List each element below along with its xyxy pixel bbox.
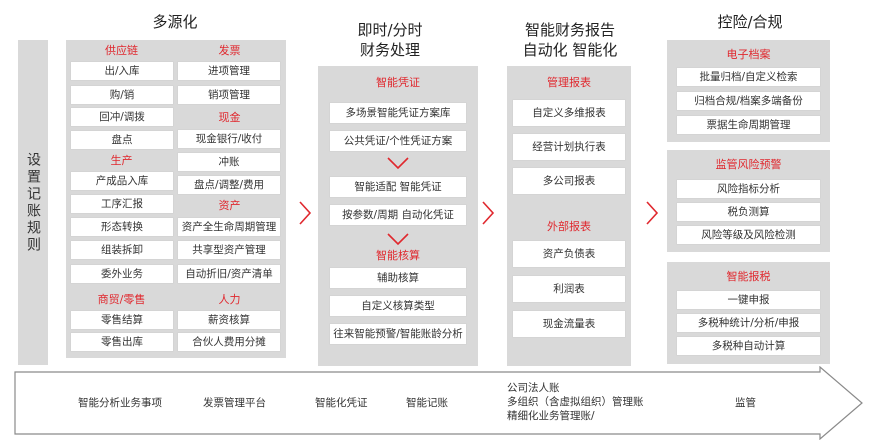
cash-item: 现金银行/收付 xyxy=(178,130,280,148)
tax-item: 一键申报 xyxy=(677,291,820,309)
production-item: 产成品入库 xyxy=(71,172,173,190)
col3-title-line1: 智能财务报告 xyxy=(524,21,615,39)
archive-item: 票据生命周期管理 xyxy=(677,116,820,134)
supply-item: 出/入库 xyxy=(71,62,173,80)
risk-item: 风险指标分析 xyxy=(677,180,820,198)
setup-rules-text: 设置记账规则 xyxy=(25,151,41,254)
group-asset-label: 资产 xyxy=(218,199,241,212)
supply-item: 购/销 xyxy=(71,86,173,104)
group-external-report-label: 外部报表 xyxy=(547,220,591,233)
voucher-item: 公共凭证/个性凭证方案 xyxy=(330,131,466,151)
invoice-item: 销项管理 xyxy=(178,86,280,104)
bottom-item: 智能记账 xyxy=(406,397,448,409)
group-production-label: 生产 xyxy=(110,154,133,167)
group-trade-label: 商贸/零售 xyxy=(97,293,146,306)
production-item: 委外业务 xyxy=(71,265,173,283)
chevron-right-icon xyxy=(482,201,495,225)
voucher-item: 多场景智能凭证方案库 xyxy=(330,103,466,123)
chevron-right-icon xyxy=(646,201,659,225)
trade-item: 零售出库 xyxy=(71,333,173,351)
risk-item: 风险等级及风险检测 xyxy=(677,226,820,244)
chevron-down-icon xyxy=(387,157,409,170)
tax-item: 多税种统计/分析/申报 xyxy=(677,314,820,332)
bottom-item-last: 监管 xyxy=(735,397,756,409)
group-supply-label: 供应链 xyxy=(105,44,138,57)
external-report-item: 资产负债表 xyxy=(513,241,625,267)
bottom-item: 发票管理平台 xyxy=(203,397,266,409)
archive-item: 归档合规/档案多端备份 xyxy=(677,92,820,110)
bottom-multi-line: 多组织（含虚拟组织）管理账 xyxy=(507,396,644,408)
cash-item: 冲账 xyxy=(178,153,280,171)
group-hr-label: 人力 xyxy=(218,293,241,306)
mgmt-report-item: 经营计划执行表 xyxy=(513,134,625,160)
external-report-item: 现金流量表 xyxy=(513,311,625,337)
bottom-multi-line: 精细化业务管理账/ xyxy=(507,410,595,422)
group-voucher-label: 智能凭证 xyxy=(376,76,420,89)
col4-title: 控险/合规 xyxy=(717,13,783,31)
group-cash-label: 现金 xyxy=(218,111,241,124)
voucher-item: 智能适配 智能凭证 xyxy=(330,177,466,197)
accounting-item: 往来智能预警/智能账龄分析 xyxy=(330,324,466,344)
group-tax-label: 智能报税 xyxy=(726,270,771,283)
mgmt-report-item: 自定义多维报表 xyxy=(513,100,625,126)
process-arrow xyxy=(14,366,863,440)
asset-item: 共享型资产管理 xyxy=(178,241,280,259)
production-item: 组装拆卸 xyxy=(71,241,173,259)
group-accounting-label: 智能核算 xyxy=(376,249,420,262)
chevron-right-icon xyxy=(299,201,312,225)
production-item: 工序汇报 xyxy=(71,195,173,213)
col2-title-line2: 财务处理 xyxy=(359,41,420,59)
accounting-item: 自定义核算类型 xyxy=(330,296,466,316)
tax-item: 多税种自动计算 xyxy=(677,337,820,355)
supply-item: 盘点 xyxy=(71,131,173,149)
setup-rules-label: 设置记账规则 xyxy=(18,40,48,365)
bottom-item: 智能化凭证 xyxy=(315,397,368,409)
bottom-multi-line: 公司法人账 xyxy=(507,382,560,394)
trade-item: 零售结算 xyxy=(71,311,173,329)
hr-item: 合伙人费用分摊 xyxy=(178,333,280,351)
group-risk-label: 监管风险预警 xyxy=(715,158,782,171)
external-report-item: 利润表 xyxy=(513,276,625,302)
group-archive-label: 电子档案 xyxy=(726,48,771,61)
col2-title-line1: 即时/分时 xyxy=(357,21,423,39)
voucher-item: 按参数/周期 自动化凭证 xyxy=(330,205,466,225)
accounting-item: 辅助核算 xyxy=(330,268,466,288)
production-item: 形态转换 xyxy=(71,218,173,236)
risk-item: 税负测算 xyxy=(677,203,820,221)
mgmt-report-item: 多公司报表 xyxy=(513,168,625,194)
group-mgmt-report-label: 管理报表 xyxy=(547,76,591,89)
col1-title: 多源化 xyxy=(152,13,198,31)
asset-item: 资产全生命周期管理 xyxy=(178,218,280,236)
supply-item: 回冲/调拨 xyxy=(71,108,173,126)
invoice-item: 进项管理 xyxy=(178,62,280,80)
archive-item: 批量归档/自定义检索 xyxy=(677,68,820,86)
col3-title-line2: 自动化 智能化 xyxy=(522,41,618,59)
chevron-down-icon xyxy=(387,233,409,246)
group-invoice-label: 发票 xyxy=(218,44,241,57)
asset-item: 自动折旧/资产清单 xyxy=(178,265,280,283)
bottom-item: 智能分析业务事项 xyxy=(78,397,162,409)
cash-item: 盘点/调整/费用 xyxy=(178,176,280,194)
hr-item: 薪资核算 xyxy=(178,311,280,329)
